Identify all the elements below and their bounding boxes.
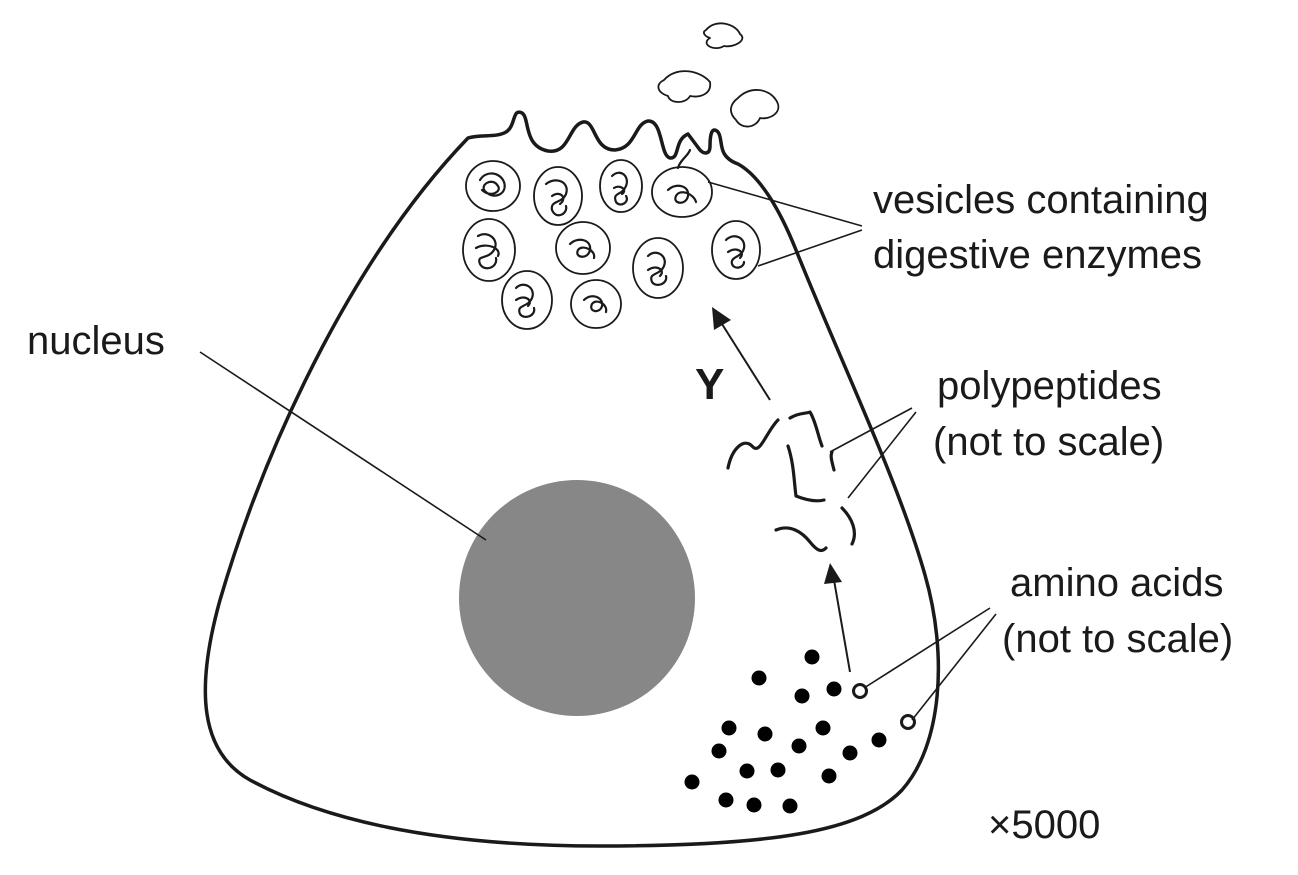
vesicle [632, 237, 684, 299]
amino-acid [815, 720, 831, 736]
polypeptides [726, 410, 856, 553]
vesicle [555, 221, 611, 275]
polypeptide-chain [788, 410, 824, 448]
nucleus-label: nucleus [27, 319, 165, 363]
amino-acid [684, 774, 700, 790]
amino-acid [871, 732, 887, 748]
amino-acid [770, 762, 786, 778]
arrowhead-icon [712, 307, 731, 330]
polypeptides-label-line2: (not to scale) [933, 420, 1164, 464]
amino-acids-label-line2: (not to scale) [1002, 617, 1233, 661]
amino-acid [718, 792, 734, 808]
amino-acid [757, 726, 773, 742]
vesicle [570, 279, 622, 329]
amino-acid [826, 681, 842, 697]
amino-acid [791, 738, 807, 754]
released-enzymes [657, 22, 780, 128]
amino-acid [821, 768, 837, 784]
arrow-amino-to-polypeptide [833, 579, 851, 673]
vesicles-label-line1: vesicles containing [873, 178, 1209, 222]
amino-acid [721, 720, 737, 736]
polypeptide-chain [786, 444, 826, 503]
amino-acid [739, 763, 755, 779]
amino-acid [782, 798, 798, 814]
polypeptide-chain [840, 506, 856, 546]
vesicle [711, 220, 761, 280]
polypeptide-chain [726, 418, 780, 470]
amino-acid [711, 743, 727, 759]
process-y-label: Y [695, 360, 724, 409]
amino-acids [684, 649, 916, 814]
amino-acid [794, 688, 810, 704]
vesicles-label-line2: digestive enzymes [873, 233, 1202, 277]
vesicle [599, 159, 643, 213]
polypeptide-chain [829, 450, 836, 472]
nucleus [459, 480, 695, 716]
amino-acid [804, 649, 820, 665]
cell-membrane [203, 110, 941, 848]
amino-acid [900, 714, 916, 730]
vesicle [533, 166, 583, 226]
arrowhead-icon [824, 563, 842, 584]
vesicle [462, 218, 516, 282]
amino-acid [746, 797, 762, 813]
magnification-label: ×5000 [988, 803, 1100, 847]
amino-acid [751, 670, 767, 686]
arrow-y [721, 323, 771, 401]
polypeptides-label-line1: polypeptides [937, 364, 1162, 408]
vesicle [651, 148, 713, 218]
amino-acid [852, 683, 868, 699]
process-arrows [712, 307, 851, 673]
vesicle [501, 270, 553, 330]
amino-acid [842, 745, 858, 761]
leader-lines [199, 181, 997, 721]
vesicles [462, 148, 761, 330]
vesicle [465, 160, 521, 212]
polypeptide-chain [774, 526, 828, 553]
amino-acids-label-line1: amino acids [1010, 561, 1223, 605]
